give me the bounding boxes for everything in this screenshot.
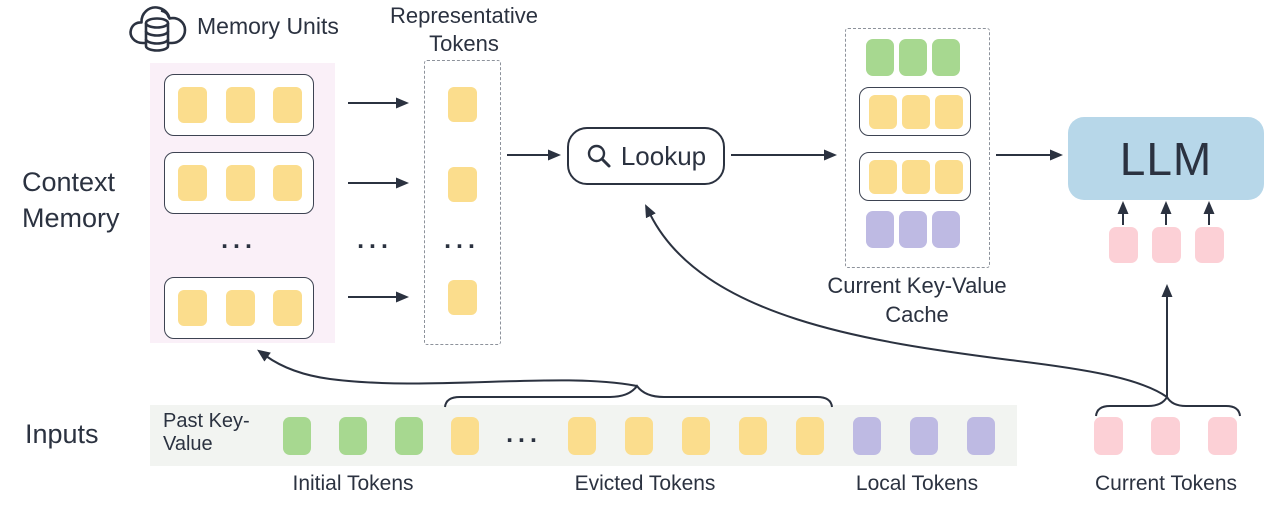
memory-units-label: Memory Units [197, 13, 339, 39]
memory-token [226, 290, 255, 326]
memory-token [273, 290, 302, 326]
cache-unit-card [859, 87, 971, 136]
lookup-label: Lookup [620, 140, 707, 171]
memory-units-cloud-icon [126, 1, 190, 55]
evicted-token [568, 417, 596, 455]
inputs-section-label: Inputs [25, 419, 99, 449]
cache-token-green [932, 39, 960, 76]
current-kv-cache-label: Current Key-Value Cache [827, 273, 1007, 328]
memory-token [178, 87, 207, 123]
evicted-tokens-label: Evicted Tokens [574, 472, 716, 495]
cache-token-purple [932, 211, 960, 248]
context-memory-section-label: Context Memory [22, 167, 120, 233]
cache-token-green [899, 39, 927, 76]
evicted-token [625, 417, 653, 455]
cache-token-yellow [869, 160, 897, 194]
initial-tokens-label: Initial Tokens [292, 472, 414, 495]
memory-token [273, 87, 302, 123]
evicted-token [739, 417, 767, 455]
cache-token-yellow [935, 160, 963, 194]
cache-token-yellow [902, 160, 930, 194]
representative-token [448, 280, 477, 315]
llm-input-token [1109, 227, 1138, 263]
evicted-token [451, 417, 479, 455]
local-token [967, 417, 995, 455]
evicted-token [796, 417, 824, 455]
past-kv-label: Past Key-Value [163, 410, 250, 456]
cache-token-yellow [935, 95, 963, 129]
memory-token [178, 165, 207, 201]
memory-token [226, 165, 255, 201]
current-tokens-brace [1095, 394, 1241, 417]
llm-node: LLM [1068, 117, 1264, 200]
local-token [853, 417, 881, 455]
memory-token [178, 290, 207, 326]
cache-token-yellow [902, 95, 930, 129]
cache-token-purple [899, 211, 927, 248]
representative-tokens-box [424, 60, 501, 345]
cache-token-green [866, 39, 894, 76]
lookup-node: Lookup [567, 127, 725, 185]
current-token [1151, 417, 1180, 455]
evicted-tokens-brace [444, 384, 833, 408]
arrow-evicted-to-context-memory [257, 349, 638, 387]
memory-unit-card [164, 74, 314, 136]
current-tokens-label: Current Tokens [1094, 472, 1238, 495]
cache-token-purple [866, 211, 894, 248]
llm-label: LLM [1119, 132, 1213, 185]
llm-input-token [1195, 227, 1224, 263]
initial-token [283, 417, 311, 455]
initial-token [395, 417, 423, 455]
memory-unit-card [164, 277, 314, 339]
memory-unit-card [164, 152, 314, 214]
representative-token [448, 167, 477, 202]
initial-token [339, 417, 367, 455]
llm-input-token [1152, 227, 1181, 263]
cache-token-yellow [869, 95, 897, 129]
current-token [1208, 417, 1237, 455]
representative-token [448, 87, 477, 122]
cache-unit-card [859, 152, 971, 201]
current-token [1094, 417, 1123, 455]
local-token [910, 417, 938, 455]
search-icon [586, 143, 612, 169]
local-tokens-label: Local Tokens [855, 472, 979, 495]
representative-tokens-label: Representative Tokens [390, 3, 538, 56]
memory-token [273, 165, 302, 201]
memory-token [226, 87, 255, 123]
evicted-token [682, 417, 710, 455]
